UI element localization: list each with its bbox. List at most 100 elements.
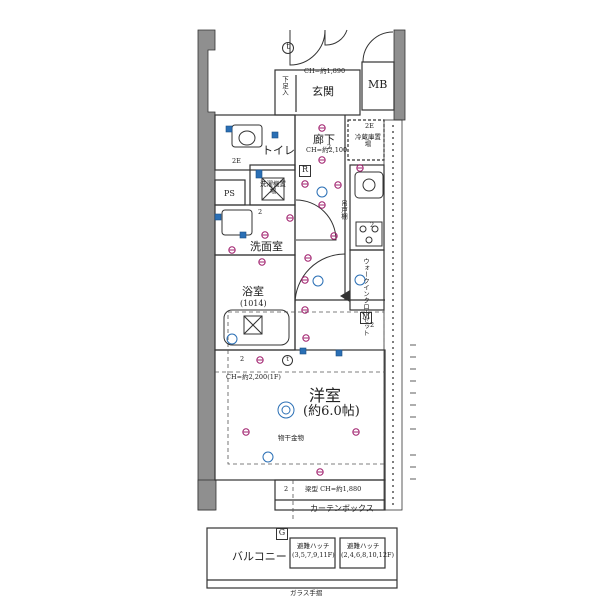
wall-dot <box>392 425 394 427</box>
wall-dot <box>392 317 394 319</box>
bath-label: 浴室 <box>242 285 264 298</box>
right-exterior-wall <box>383 119 403 511</box>
wall-dot <box>392 215 394 217</box>
wall-dot <box>392 473 394 475</box>
wall-dot <box>392 347 394 349</box>
wall-dot <box>392 173 394 175</box>
washer-label: 洗濯機置場 <box>260 180 286 195</box>
outlet-icon <box>258 258 266 266</box>
ceiling-light-icon <box>312 275 324 287</box>
outlet-icon <box>286 214 294 222</box>
outlet-icon <box>318 201 326 209</box>
wall-dot <box>392 245 394 247</box>
right-wall-dots <box>392 125 394 505</box>
outlet-icon <box>352 428 360 436</box>
wall-dot <box>392 131 394 133</box>
outlet-icon <box>318 124 326 132</box>
wall-dot <box>392 305 394 307</box>
wall-dot <box>392 299 394 301</box>
wall-dot <box>392 437 394 439</box>
wall-dot <box>392 149 394 151</box>
doors <box>289 29 394 305</box>
wall-dot <box>392 383 394 385</box>
wall-dot <box>392 413 394 415</box>
wall-dot <box>392 263 394 265</box>
t-top-symbol: t <box>282 42 294 54</box>
outlet-icon <box>330 232 338 240</box>
wall-dot <box>392 275 394 277</box>
two-symbol-a: 2 <box>240 355 245 363</box>
two-symbol-d: 2 <box>370 221 375 229</box>
wall-dot <box>392 293 394 295</box>
curtain-box-label: カーテンボックス <box>310 504 374 513</box>
wall-dot <box>392 203 394 205</box>
wall-dot <box>392 239 394 241</box>
wall-dot <box>392 269 394 271</box>
wall-dot <box>392 191 394 193</box>
wall-dot <box>392 251 394 253</box>
wall-dot <box>392 341 394 343</box>
wall-dot <box>392 185 394 187</box>
wall-dot <box>392 491 394 493</box>
western-room-size-label: (約6.0帖) <box>303 404 360 419</box>
wall-dot <box>392 329 394 331</box>
bath-size-label: (1014) <box>240 299 267 308</box>
wall-dot <box>392 167 394 169</box>
wall-dot <box>392 377 394 379</box>
wall-dot <box>392 371 394 373</box>
outlet-icon <box>242 428 250 436</box>
outlet-icon <box>302 334 310 342</box>
outlet-icon <box>301 306 309 314</box>
wall-dot <box>392 311 394 313</box>
wall-dot <box>392 257 394 259</box>
two-symbol-e: 2 <box>327 143 332 151</box>
entrance-label: 玄関 <box>312 85 334 98</box>
dashed-lines <box>215 311 385 520</box>
wall-dot <box>392 503 394 505</box>
outlet-icon <box>228 246 236 254</box>
wall-dot <box>392 497 394 499</box>
two-symbol-f: 2 <box>258 208 263 216</box>
two-symbol-c: 2 <box>284 485 289 493</box>
ceiling-light-icon <box>354 274 366 286</box>
outlet-icon <box>301 276 309 284</box>
walls <box>206 61 398 589</box>
outlet-icon <box>256 356 264 364</box>
wall-dot <box>392 395 394 397</box>
wall-dot <box>392 449 394 451</box>
wall-ticks <box>410 344 416 480</box>
outlets <box>228 124 364 476</box>
washroom-label: 洗面室 <box>250 240 283 253</box>
wall-dot <box>392 323 394 325</box>
main-light-icon <box>277 401 295 419</box>
corridor-label: 廊下 <box>313 133 335 146</box>
wall-dot <box>392 467 394 469</box>
wall-dot <box>392 401 394 403</box>
fridge-label: 冷蔵庫置場 <box>355 133 381 148</box>
corridor-ceiling-label: CH=約2,100 <box>306 146 348 154</box>
toilet-label: トイレ <box>262 144 295 157</box>
wall-dot <box>392 221 394 223</box>
shoe-storage-label: 下足入 <box>280 76 289 96</box>
g-symbol: G <box>276 528 288 540</box>
wall-dot <box>392 287 394 289</box>
wall-dot <box>392 281 394 283</box>
ceiling-light-icon <box>226 333 238 345</box>
wall-dot <box>392 179 394 181</box>
kitchen-shelf-label: 吊戸棚 <box>339 200 348 220</box>
hatch-right-label: 避難ハッチ <box>347 542 380 550</box>
western-ceiling-label: CH=約2,200(1F) <box>226 373 281 381</box>
wall-dot <box>392 461 394 463</box>
wall-dot <box>392 443 394 445</box>
western-room-label: 洋室 <box>309 386 342 405</box>
two-symbol-b: 2 <box>370 321 375 329</box>
wall-dot <box>392 407 394 409</box>
entrance-ceiling-label: CH=約1,890 <box>304 67 346 75</box>
wall-dot <box>392 161 394 163</box>
wall-dot <box>392 125 394 127</box>
wall-dot <box>392 197 394 199</box>
wall-dot <box>392 155 394 157</box>
outlet-icon <box>304 254 312 262</box>
outlet-icon <box>316 468 324 476</box>
